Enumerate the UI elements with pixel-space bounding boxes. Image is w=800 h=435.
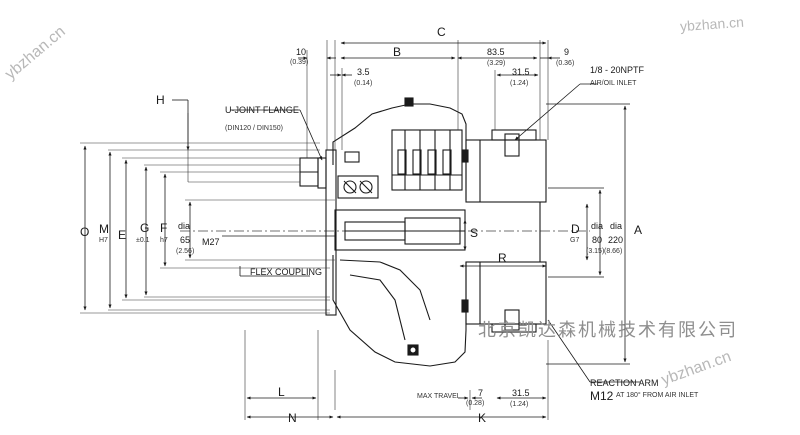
dim-o: O — [80, 225, 90, 239]
dim-e: E — [118, 228, 127, 242]
piston-housing — [461, 129, 547, 333]
reaction-arm-label: REACTION ARM — [590, 378, 659, 388]
dim-80-in: (3.15) — [586, 248, 605, 255]
dim-b: B — [393, 45, 402, 59]
ujoint-flange-label: U-JOINT FLANGE — [225, 105, 299, 115]
reaction-arm-position: AT 180° FROM AIR INLET — [616, 392, 699, 399]
flex-coupling-label: FLEX COUPLING — [250, 267, 323, 277]
dim-l: L — [278, 385, 285, 399]
dim-3-5: 3.5 — [357, 67, 370, 77]
dim-3-5-in: (0.14) — [354, 80, 373, 87]
dim-d-tol: G7 — [570, 237, 580, 244]
dim-31-5-top-in: (1.24) — [510, 80, 529, 87]
npt-label: 1/8 - 20NPTF — [590, 65, 645, 75]
dimension-lines — [83, 41, 640, 419]
dim-9: 9 — [564, 47, 570, 57]
dim-a: A — [634, 223, 643, 237]
watermark-company: 北京凯达森机械技术有限公司 — [478, 320, 738, 340]
dim-65-in: (2.56) — [176, 248, 195, 255]
dim-f: F — [160, 221, 168, 235]
dim-h: H — [156, 93, 165, 107]
dim-g: G — [140, 221, 150, 235]
air-inlet-label: AIR/OIL INLET — [590, 80, 637, 87]
dim-m-tol: H7 — [99, 237, 108, 244]
dim-80-dia: dia — [591, 221, 604, 231]
dim-10-in: (0.39) — [290, 59, 309, 66]
dim-s: S — [470, 226, 479, 240]
dim-d: D — [571, 222, 580, 236]
dim-9-in: (0.36) — [556, 60, 575, 67]
dim-g-tol: ±0.1 — [136, 237, 150, 244]
dim-220-dia: dia — [610, 221, 623, 231]
clutch-housing — [299, 97, 467, 367]
dim-k: K — [478, 411, 487, 425]
dim-7-in: (0.28) — [466, 400, 485, 407]
dim-n: N — [288, 411, 297, 425]
dim-65-dia: dia — [178, 221, 191, 231]
ujoint-flange-models: (DIN120 / DIN150) — [225, 125, 283, 132]
dim-83-5-in: (3.29) — [487, 60, 506, 67]
dim-r: R — [498, 251, 507, 265]
dim-m27: M27 — [202, 237, 220, 247]
dim-c: C — [437, 25, 446, 39]
dim-220: 220 — [608, 235, 624, 245]
dim-10: 10 — [296, 47, 307, 57]
extension-lines — [244, 40, 549, 420]
dim-80: 80 — [592, 235, 603, 245]
dim-83-5: 83.5 — [487, 47, 505, 57]
dim-31-5-top: 31.5 — [512, 67, 530, 77]
dim-220-in: (8.66) — [604, 248, 623, 255]
dim-31-5-bot-in: (1.24) — [510, 401, 529, 408]
dim-f-tol: h7 — [160, 237, 168, 244]
dim-m: M — [99, 222, 109, 236]
reaction-arm-thread: M12 — [590, 389, 614, 403]
dim-31-5-bot: 31.5 — [512, 388, 530, 398]
dim-7: 7 — [478, 388, 484, 398]
max-travel-label: MAX TRAVEL — [417, 393, 461, 400]
left-extension-lines — [80, 113, 335, 314]
dim-65: 65 — [180, 235, 191, 245]
